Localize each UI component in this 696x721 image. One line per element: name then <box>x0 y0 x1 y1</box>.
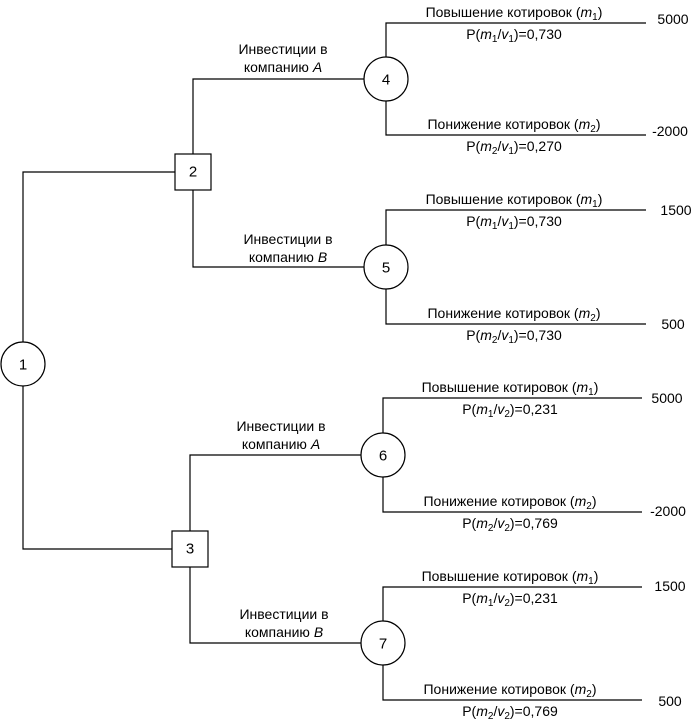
outcome-probability: P(m2/v2)=0,769 <box>462 703 558 721</box>
outcome-title: Понижение котировок (m2) <box>423 681 596 700</box>
outcome-title: Повышение котировок (m1) <box>422 568 599 587</box>
node-3-label: 3 <box>186 541 194 558</box>
edge-3-6 <box>189 454 361 531</box>
node-4: 4 <box>363 56 409 102</box>
decision-label-2-lower: Инвестиции в компанию B <box>243 231 332 265</box>
node-4-label: 4 <box>382 72 390 89</box>
outcome-5-down: Понижение котировок (m2) P(m2/v1)=0,730 … <box>427 305 684 346</box>
payoff-value: 5000 <box>651 390 682 406</box>
outcome-title: Понижение котировок (m2) <box>423 493 596 512</box>
payoff-value: -2000 <box>650 503 686 519</box>
edge-5-down <box>385 289 646 325</box>
decision-label-2-upper: Инвестиции в компанию A <box>238 41 327 75</box>
decision-line2: компанию A <box>244 59 322 75</box>
outcome-title: Понижение котировок (m2) <box>427 305 600 324</box>
edge-2-5 <box>192 190 365 268</box>
payoff-value: 1500 <box>660 202 691 218</box>
node-2-label: 2 <box>189 164 197 181</box>
node-3: 3 <box>171 530 209 568</box>
edge-5-up <box>385 209 646 245</box>
node-1: 1 <box>0 341 46 387</box>
decision-line1: Инвестиции в <box>236 418 325 434</box>
edge-2-4 <box>192 78 365 154</box>
payoff-value: -2000 <box>652 123 688 139</box>
decision-label-3-upper: Инвестиции в компанию A <box>236 418 325 452</box>
payoff-value: 5000 <box>657 11 688 27</box>
outcome-4-down: Понижение котировок (m2) P(m2/v1)=0,270 … <box>427 116 688 157</box>
edge-4-down <box>385 101 646 136</box>
decision-line2: компанию B <box>249 249 327 265</box>
outcome-6-up: Повышение котировок (m1) P(m1/v2)=0,231 … <box>422 379 683 420</box>
node-6-label: 6 <box>379 448 387 465</box>
decision-label-3-lower: Инвестиции в компанию B <box>239 606 328 640</box>
decision-line1: Инвестиции в <box>238 41 327 57</box>
node-5: 5 <box>363 244 409 290</box>
decision-line2: компанию A <box>242 436 320 452</box>
edge-3-7 <box>189 567 361 644</box>
node-7: 7 <box>360 620 406 666</box>
node-6: 6 <box>360 432 406 478</box>
outcome-probability: P(m2/v1)=0,270 <box>466 138 562 157</box>
outcome-title: Повышение котировок (m1) <box>426 191 603 210</box>
outcome-6-down: Понижение котировок (m2) P(m2/v2)=0,769 … <box>423 493 686 534</box>
decision-line1: Инвестиции в <box>243 231 332 247</box>
edge-6-down <box>382 477 642 513</box>
node-1-label: 1 <box>19 357 27 374</box>
node-2: 2 <box>174 153 212 191</box>
outcome-4-up: Повышение котировок (m1) P(m1/v1)=0,730 … <box>426 4 689 45</box>
outcome-probability: P(m2/v1)=0,730 <box>466 327 562 346</box>
outcome-7-up: Повышение котировок (m1) P(m1/v2)=0,231 … <box>422 568 686 609</box>
node-5-label: 5 <box>382 260 390 277</box>
payoff-value: 1500 <box>654 578 685 594</box>
outcome-probability: P(m1/v1)=0,730 <box>466 26 562 45</box>
edge-6-up <box>382 397 642 433</box>
outcome-probability: P(m1/v2)=0,231 <box>462 590 558 609</box>
edge-7-down <box>382 665 642 701</box>
outcome-probability: P(m1/v2)=0,231 <box>462 401 558 420</box>
outcome-title: Понижение котировок (m2) <box>427 116 600 135</box>
edge-7-up <box>382 586 642 621</box>
outcome-probability: P(m1/v1)=0,730 <box>466 213 562 232</box>
outcome-title: Повышение котировок (m1) <box>426 4 603 23</box>
decision-line2: компанию B <box>245 624 323 640</box>
payoff-value: 500 <box>661 316 685 332</box>
edge-1-2 <box>22 171 175 345</box>
outcome-title: Повышение котировок (m1) <box>422 379 599 398</box>
outcome-5-up: Повышение котировок (m1) P(m1/v1)=0,730 … <box>426 191 692 232</box>
outcome-probability: P(m2/v2)=0,769 <box>462 515 558 534</box>
payoff-value: 500 <box>658 693 682 709</box>
edge-4-up <box>385 22 646 57</box>
decision-line1: Инвестиции в <box>239 606 328 622</box>
outcome-7-down: Понижение котировок (m2) P(m2/v2)=0,769 … <box>423 681 681 721</box>
edge-1-3 <box>22 383 172 550</box>
node-7-label: 7 <box>379 636 387 653</box>
